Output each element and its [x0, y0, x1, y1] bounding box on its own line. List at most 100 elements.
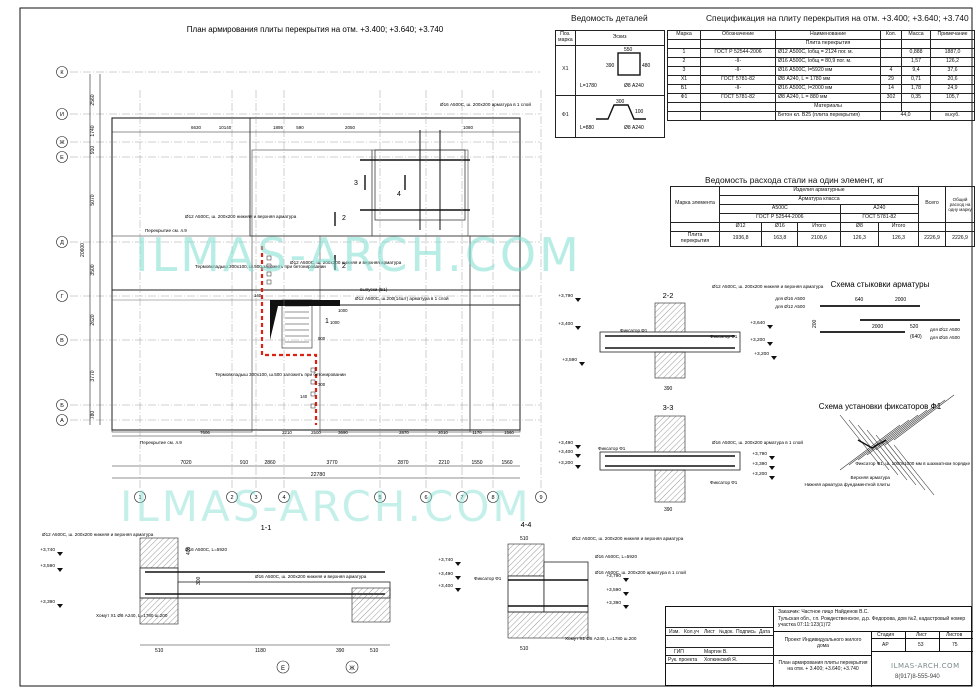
details-title: Ведомость деталей: [571, 13, 648, 23]
stamp-project: Проект Индивидуального жилого дома: [784, 637, 862, 649]
left-dim: 3770: [90, 370, 96, 381]
axis-col-bubble: [278, 491, 290, 503]
level-mark: [575, 465, 581, 469]
axis-row-label: И: [60, 112, 64, 118]
spec-cell: Ø16 А500С, lобщ = 80,9 пог. м.: [775, 56, 881, 67]
level-mark: [623, 592, 629, 596]
left-dim: 20600: [80, 243, 86, 257]
spec-section: Плита перекрытия: [775, 38, 881, 49]
level-label: +3,400: [438, 583, 453, 589]
stage-header: Листов: [946, 632, 963, 638]
stair: [270, 299, 340, 349]
steel-title: Ведомость расхода стали на один элемент,…: [705, 175, 884, 185]
section-1-1-title: 1-1: [261, 523, 272, 532]
wall-hatch: [654, 415, 686, 455]
top-dim: 1080: [463, 125, 474, 130]
level-mark: [767, 342, 773, 346]
level-label: +3,400: [558, 321, 573, 327]
fixator-label: Фиксатор Ф1, ш. 1000x1000 мм в шахматном…: [855, 461, 970, 466]
s44-dim: 510: [520, 646, 529, 652]
floor-plan: План армирования плиты перекрытия на отм…: [56, 25, 547, 503]
steel-table: Марка элемента Изделия арматурные Всего …: [670, 186, 975, 247]
joint-title: Схема стыковки арматуры: [831, 280, 930, 289]
top-dim: 1895: [273, 125, 284, 130]
spec-header: Кол.: [880, 30, 902, 40]
axis-bubble: [276, 660, 290, 674]
top-dim: 10140: [219, 125, 232, 130]
s44-note: Хомут Х1 Ø8 А240, L=1780 ш.200: [565, 636, 637, 641]
axis-row-bubble: [56, 399, 68, 411]
steel-h-total: Всего: [918, 186, 946, 223]
rev-col: Кол.уч: [684, 629, 699, 635]
s33-note: Фиксатор Ф1: [598, 446, 626, 451]
spec-section: Материалы: [775, 101, 881, 112]
bottom-dim: 3690: [338, 430, 348, 435]
axis-row-label: Б: [60, 403, 64, 409]
fixator-label: Нижняя арматура фундаментной плиты: [805, 481, 890, 487]
spec-header: Обозначение: [700, 30, 776, 40]
sec-mark-5: 1: [325, 318, 329, 325]
details-table: Поз. марка Эскиз Х1 550 480 390 L=1780 Ø…: [555, 30, 665, 138]
axis-row-label: А: [60, 418, 64, 424]
s11-axis: Е: [281, 666, 285, 672]
s33-dim: 390: [664, 507, 673, 513]
level-label: +3,790: [606, 573, 621, 579]
joint-label: для Ø16 А500: [775, 296, 805, 301]
insert-ticks: [266, 255, 316, 409]
steel-col: Ø8: [839, 221, 880, 232]
level-mark: [575, 326, 581, 330]
spec-cell: -II-: [700, 83, 776, 94]
bottom-dim: 910: [240, 460, 249, 466]
joint-dim: 2000: [895, 297, 906, 303]
level-label: +3,590: [562, 357, 577, 363]
wall-hatch: [139, 597, 179, 625]
steel-cell: 1936,8: [718, 230, 763, 247]
axis-row-label: К: [60, 70, 64, 76]
plan-note: Ø12 А500С, ш. 200x200 нижняя и верхняя а…: [290, 260, 402, 265]
spec-cell: 1: [667, 47, 701, 58]
spec-cell: 0,888: [901, 47, 931, 58]
stage-value: 75: [952, 642, 958, 648]
steel-h-class: Арматура класса: [719, 194, 919, 205]
spec-cell: -II-: [700, 65, 776, 76]
axis-col-label: 9: [539, 495, 542, 501]
spec-cell: 0,35: [901, 92, 931, 103]
steel-cell: 126,3: [878, 230, 919, 247]
left-wing: [111, 235, 253, 433]
fixator-scheme: Схема установки фиксаторов Ф1 Фиксатор Ф…: [805, 394, 970, 496]
spec-material-unit: м.куб.: [930, 110, 975, 121]
axis-bubble: [345, 660, 359, 674]
axis-row-bubble: [56, 108, 68, 120]
axis-col-bubble: [487, 491, 499, 503]
steel-gost-a: ГОСТ Р 52544-2006: [719, 212, 841, 223]
s44-note: Фиксатор Ф1: [474, 576, 502, 581]
level-mark: [771, 356, 777, 360]
section-markers: [334, 175, 406, 270]
s44-dim: 510: [520, 536, 529, 542]
stamp-sheet-title: План армирования плиты перекрытия на отм…: [778, 660, 868, 672]
steel-cell: Плита перекрытия: [670, 230, 720, 247]
level-label: +3,200: [750, 337, 765, 343]
spec-cell: 1,78: [901, 83, 931, 94]
steel-cell: 2226,9: [945, 230, 975, 247]
plan-note: Перекрытие см. л.9: [140, 440, 182, 445]
wall-hatch: [351, 587, 391, 623]
sketch-dim: 300: [616, 99, 625, 105]
bottom-dim: 3770: [326, 460, 337, 466]
left-dim: 5070: [90, 194, 96, 205]
detail-sketch-x1: 550 480 390 L=1780 Ø8 А240: [580, 47, 651, 89]
axis-row-label: Ж: [59, 140, 64, 146]
axis-col-bubble: [374, 491, 386, 503]
fixator-label: Верхняя арматура: [851, 475, 891, 480]
bottom-dim: 2860: [264, 460, 275, 466]
level-label: +3,590: [40, 563, 55, 569]
left-dim: 3500: [90, 264, 96, 275]
sketch-len: L=1780: [580, 83, 597, 89]
bottom-dim: 7020: [180, 460, 191, 466]
s22-note: Фиксатор Ф1: [620, 328, 648, 333]
s11-dim: 510: [155, 648, 164, 654]
bottom-dim: 2210: [438, 460, 449, 466]
s11-axis: Ж: [349, 666, 355, 672]
